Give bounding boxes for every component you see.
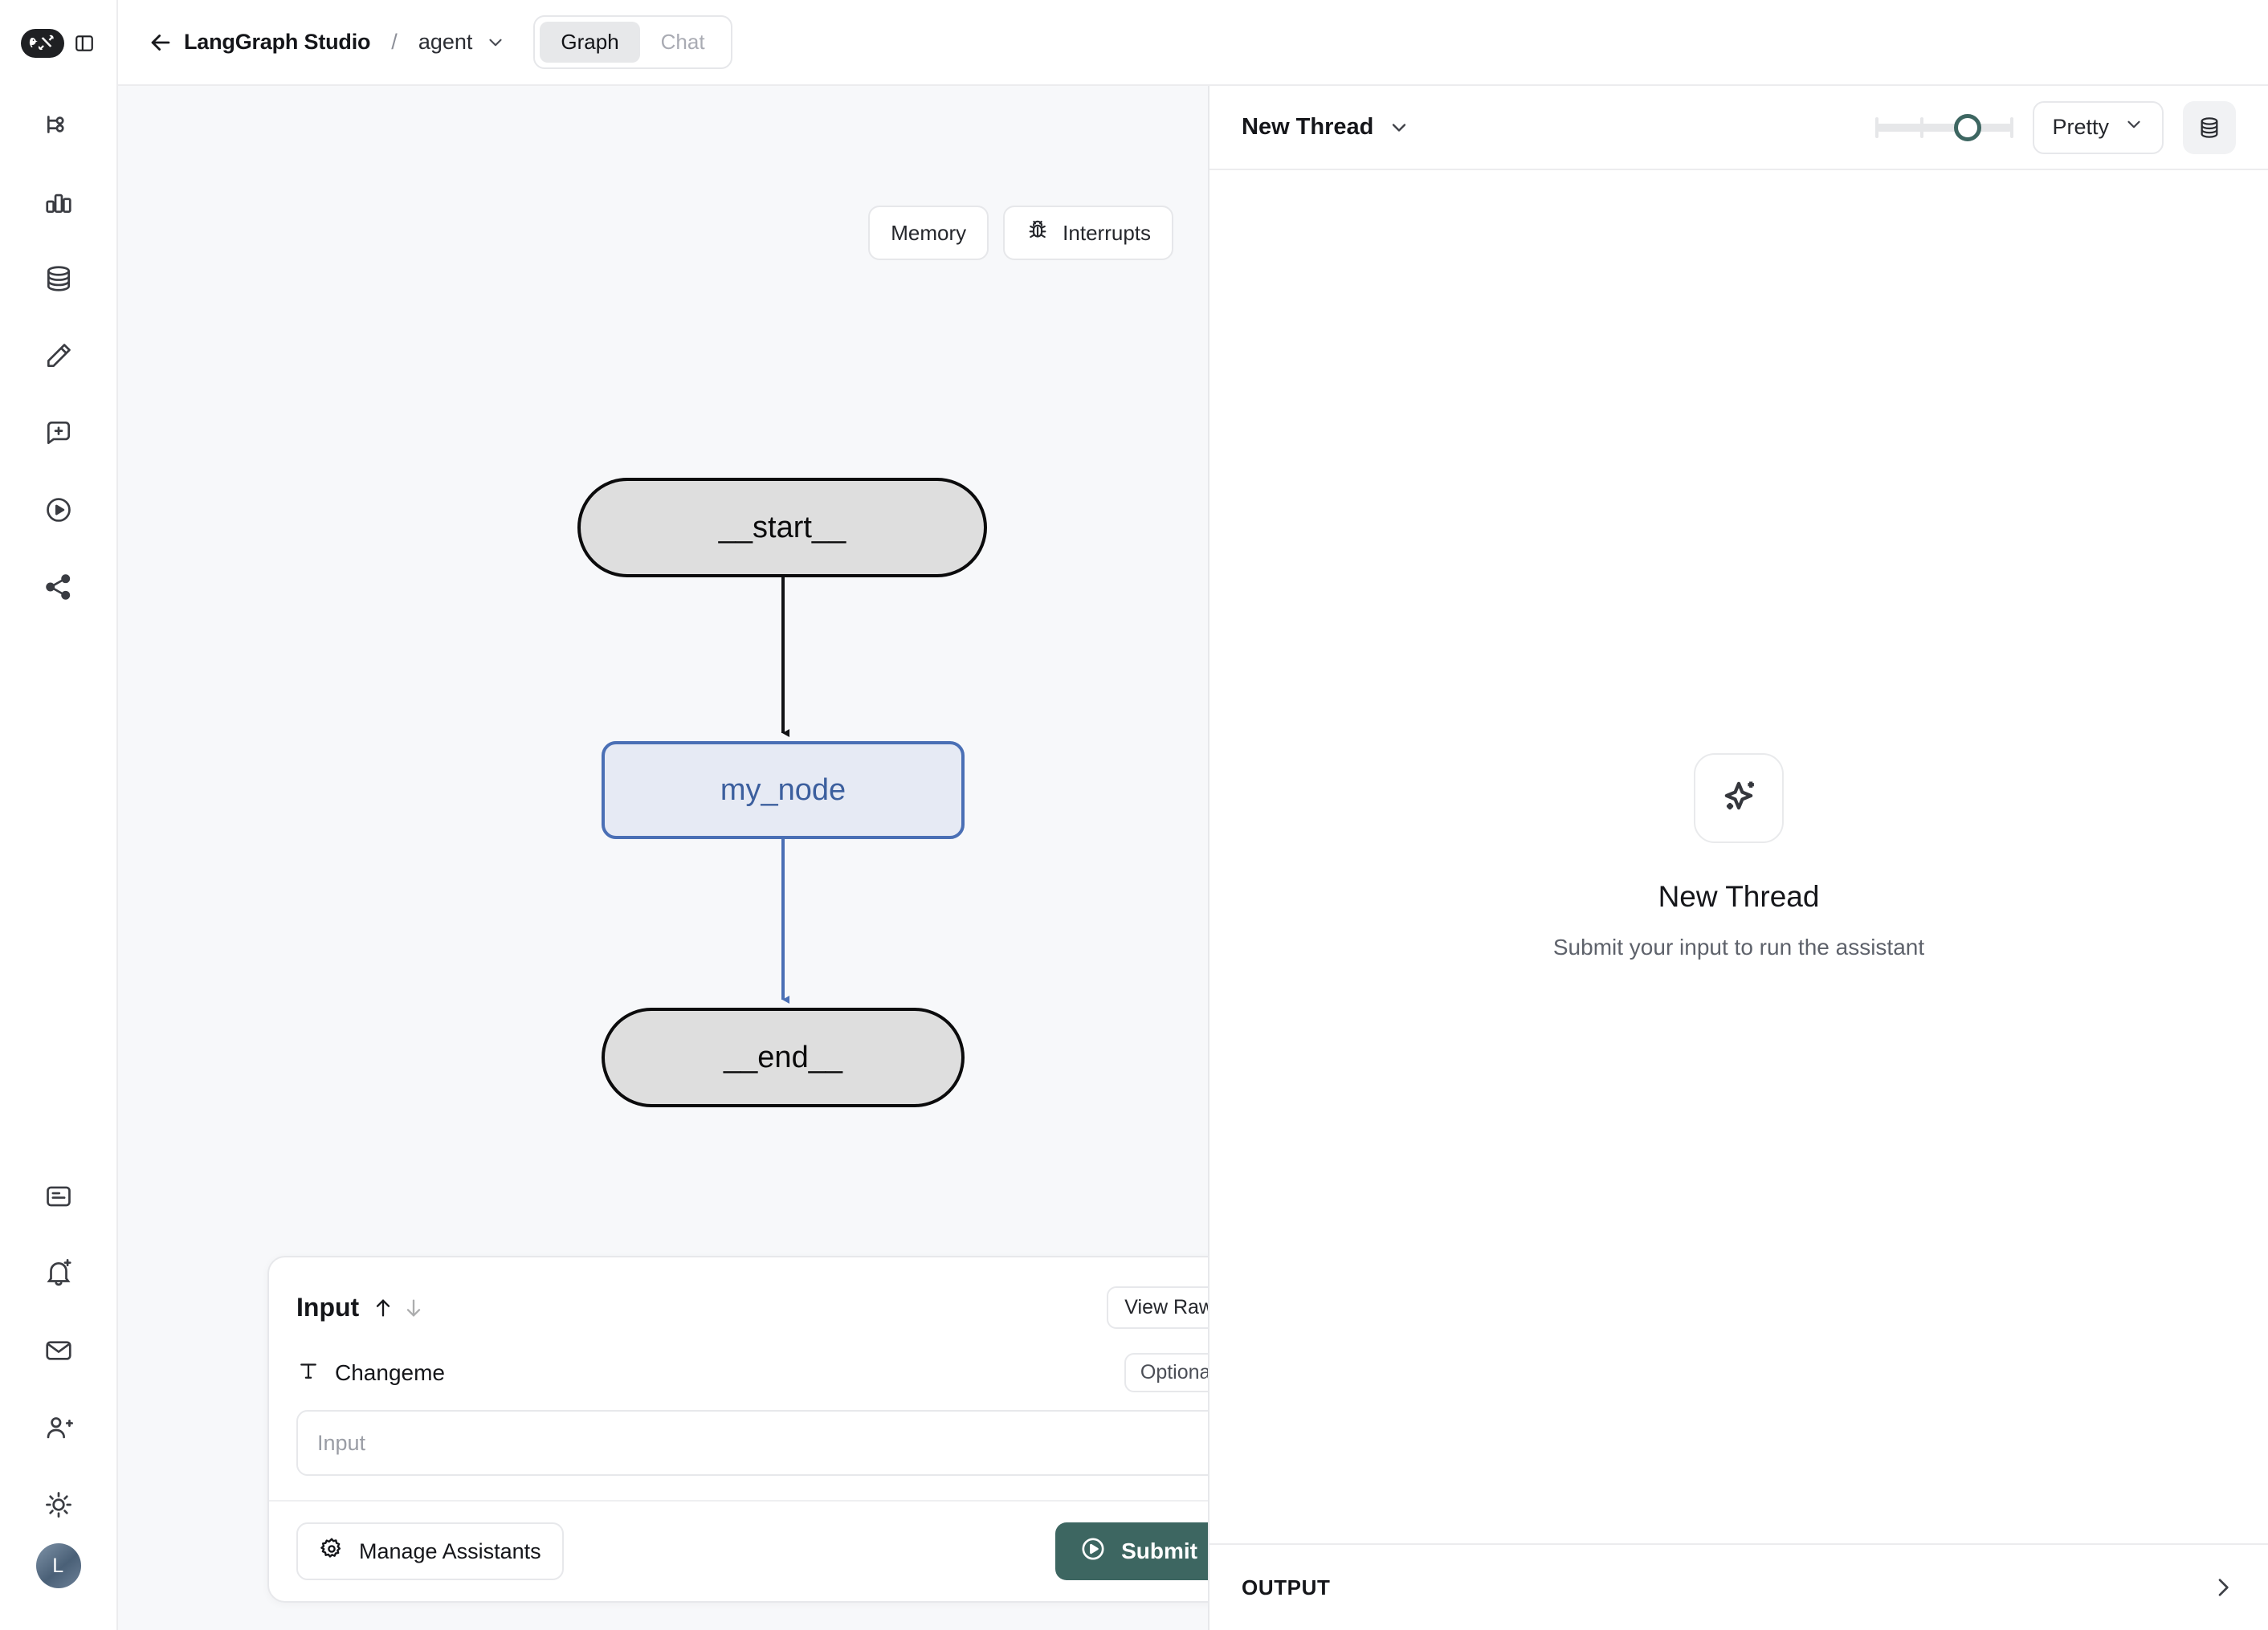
arrow-up-icon[interactable] [372, 1297, 394, 1319]
chevron-down-icon[interactable] [485, 32, 506, 53]
main-column: LangGraph Studio / agent Graph Chat Memo… [118, 0, 2268, 1630]
input-header-actions: View Raw [1107, 1286, 1208, 1329]
message-plus-icon[interactable] [0, 394, 116, 471]
slider-tick [1875, 116, 1879, 138]
graph-toolbar: Memory [868, 206, 1173, 260]
submit-button-group[interactable]: Submit [1055, 1522, 1208, 1580]
thread-empty-state: New Thread Submit your input to run the … [1209, 170, 2268, 1543]
view-tabs: Graph Chat [533, 15, 732, 69]
text-type-icon [296, 1359, 320, 1387]
graph-node-start[interactable]: __start__ [577, 478, 987, 577]
panel-toggle-icon[interactable] [72, 31, 96, 55]
view-size-slider[interactable] [1875, 110, 2014, 145]
input-field-actions: Optional [1124, 1353, 1208, 1392]
output-bar[interactable]: OUTPUT [1209, 1543, 2268, 1630]
breadcrumb-separator: / [391, 30, 398, 54]
share-network-icon[interactable] [0, 548, 116, 626]
thread-toolbar-actions: Pretty [1875, 100, 2236, 154]
left-rail: L [0, 0, 118, 1630]
user-plus-icon[interactable] [0, 1389, 116, 1466]
page-title[interactable]: LangGraph Studio [184, 30, 371, 54]
thread-selector-label[interactable]: New Thread [1242, 114, 1374, 140]
memory-button-label: Memory [891, 220, 967, 245]
tab-chat[interactable]: Chat [660, 30, 705, 54]
empty-state-title: New Thread [1658, 880, 1820, 913]
interrupts-button[interactable]: Interrupts [1003, 206, 1173, 260]
graph-canvas[interactable]: __start__ my_node __end__ [118, 86, 1208, 1630]
bar-chart-icon[interactable] [0, 163, 116, 240]
thread-panel: New Thread [1209, 86, 2268, 1630]
bug-icon [1026, 218, 1050, 248]
graph-node-end[interactable]: __end__ [602, 1008, 965, 1107]
input-text-field[interactable]: Input [296, 1410, 1208, 1476]
interrupts-button-label: Interrupts [1063, 220, 1151, 245]
play-circle-icon [1079, 1535, 1107, 1568]
graph-panel: Memory [118, 86, 1209, 1630]
graph-tree-icon[interactable] [0, 86, 116, 163]
sun-icon[interactable] [0, 1466, 116, 1543]
sparkle-icon [1694, 753, 1784, 843]
pencil-icon[interactable] [0, 317, 116, 394]
rail-top-group [0, 86, 116, 626]
chevron-down-icon [2123, 114, 2144, 141]
document-icon[interactable] [0, 1158, 116, 1235]
play-circle-icon[interactable] [0, 471, 116, 548]
input-card: Input View Raw [267, 1256, 1208, 1603]
slider-tick [1920, 116, 1924, 138]
submit-button[interactable]: Submit [1055, 1522, 1208, 1580]
database-icon[interactable] [0, 240, 116, 317]
slider-knob[interactable] [1954, 113, 1982, 141]
graph-node-my-node[interactable]: my_node [602, 741, 965, 839]
input-title: Input [296, 1293, 360, 1322]
envelope-icon[interactable] [0, 1312, 116, 1389]
database-stack-icon[interactable] [2183, 100, 2236, 154]
bell-plus-icon[interactable] [0, 1235, 116, 1312]
input-card-footer: Manage Assistants Submit [269, 1500, 1208, 1601]
arrow-left-icon[interactable] [144, 26, 177, 59]
output-label: OUTPUT [1242, 1575, 1331, 1599]
chevron-down-icon[interactable] [1388, 116, 1410, 139]
avatar[interactable]: L [35, 1543, 81, 1588]
manage-assistants-button[interactable]: Manage Assistants [296, 1522, 564, 1580]
content-area: Memory [118, 86, 2268, 1630]
manage-assistants-label: Manage Assistants [359, 1538, 541, 1563]
slider-tick [2010, 116, 2014, 138]
langchain-parrot-tools-logo[interactable] [20, 28, 64, 58]
tab-graph[interactable]: Graph [540, 22, 640, 63]
gear-icon [319, 1536, 345, 1567]
input-field-row: Changeme Optional [269, 1329, 1208, 1392]
format-select[interactable]: Pretty [2033, 100, 2164, 154]
memory-button[interactable]: Memory [868, 206, 989, 260]
agent-selector-label[interactable]: agent [418, 30, 473, 54]
view-raw-button[interactable]: View Raw [1107, 1286, 1208, 1329]
arrow-down-icon[interactable] [402, 1297, 425, 1319]
thread-toolbar: New Thread [1209, 86, 2268, 170]
chevron-right-icon[interactable] [2210, 1575, 2236, 1600]
format-select-label: Pretty [2052, 115, 2109, 139]
input-field-label: Changeme [335, 1359, 445, 1385]
input-card-header: Input View Raw [269, 1257, 1208, 1329]
slider-track [1875, 123, 2014, 132]
empty-state-subtitle: Submit your input to run the assistant [1552, 935, 1925, 960]
rail-bottom-group [0, 1158, 116, 1543]
top-bar: LangGraph Studio / agent Graph Chat [118, 0, 2268, 86]
optional-badge: Optional [1124, 1353, 1208, 1392]
submit-button-label: Submit [1121, 1538, 1197, 1563]
rail-logo-row [0, 0, 116, 86]
